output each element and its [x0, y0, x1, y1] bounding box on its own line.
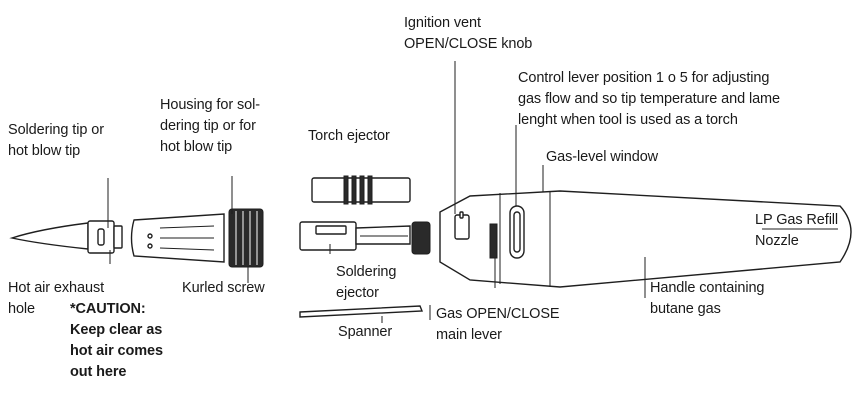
leader-lines — [107, 61, 838, 323]
torch-ejector-drawing — [311, 175, 411, 205]
label-soldering-tip: Soldering tip or hot blow tip — [8, 122, 104, 159]
kurled-screw-drawing — [228, 208, 264, 268]
label-spanner: Spanner — [338, 324, 393, 340]
label-gas-level-window: Gas-level window — [546, 149, 659, 165]
label-caution: *CAUTION: Keep clear as hot air comes ou… — [70, 301, 163, 380]
label-torch-ejector: Torch ejector — [308, 128, 390, 144]
spanner-drawing — [299, 305, 424, 318]
label-soldering-ejector: Soldering ejector — [336, 264, 397, 301]
label-control-lever: Control lever position 1 o 5 for adjusti… — [518, 70, 780, 128]
soldering-tip-drawing — [9, 220, 123, 254]
label-exhaust-hole: Hot air exhaust hole — [8, 280, 105, 317]
soldering-ejector-drawing — [299, 221, 431, 255]
label-housing: Housing for sol- dering tip or for hot b… — [160, 97, 260, 155]
housing-drawing — [130, 213, 225, 263]
label-exhaust-group: Hot air exhaust hole *CAUTION: Keep clea… — [8, 278, 163, 380]
label-refill-nozzle: LP Gas Refill Nozzle — [755, 212, 839, 249]
label-kurled-screw: Kurled screw — [182, 280, 265, 296]
label-gas-main-lever: Gas OPEN/CLOSE main lever — [436, 306, 560, 343]
label-ignition-vent: Ignition vent OPEN/CLOSE knob — [404, 15, 533, 52]
iron-body-drawing — [439, 190, 852, 288]
label-handle: Handle containing butane gas — [650, 280, 765, 317]
